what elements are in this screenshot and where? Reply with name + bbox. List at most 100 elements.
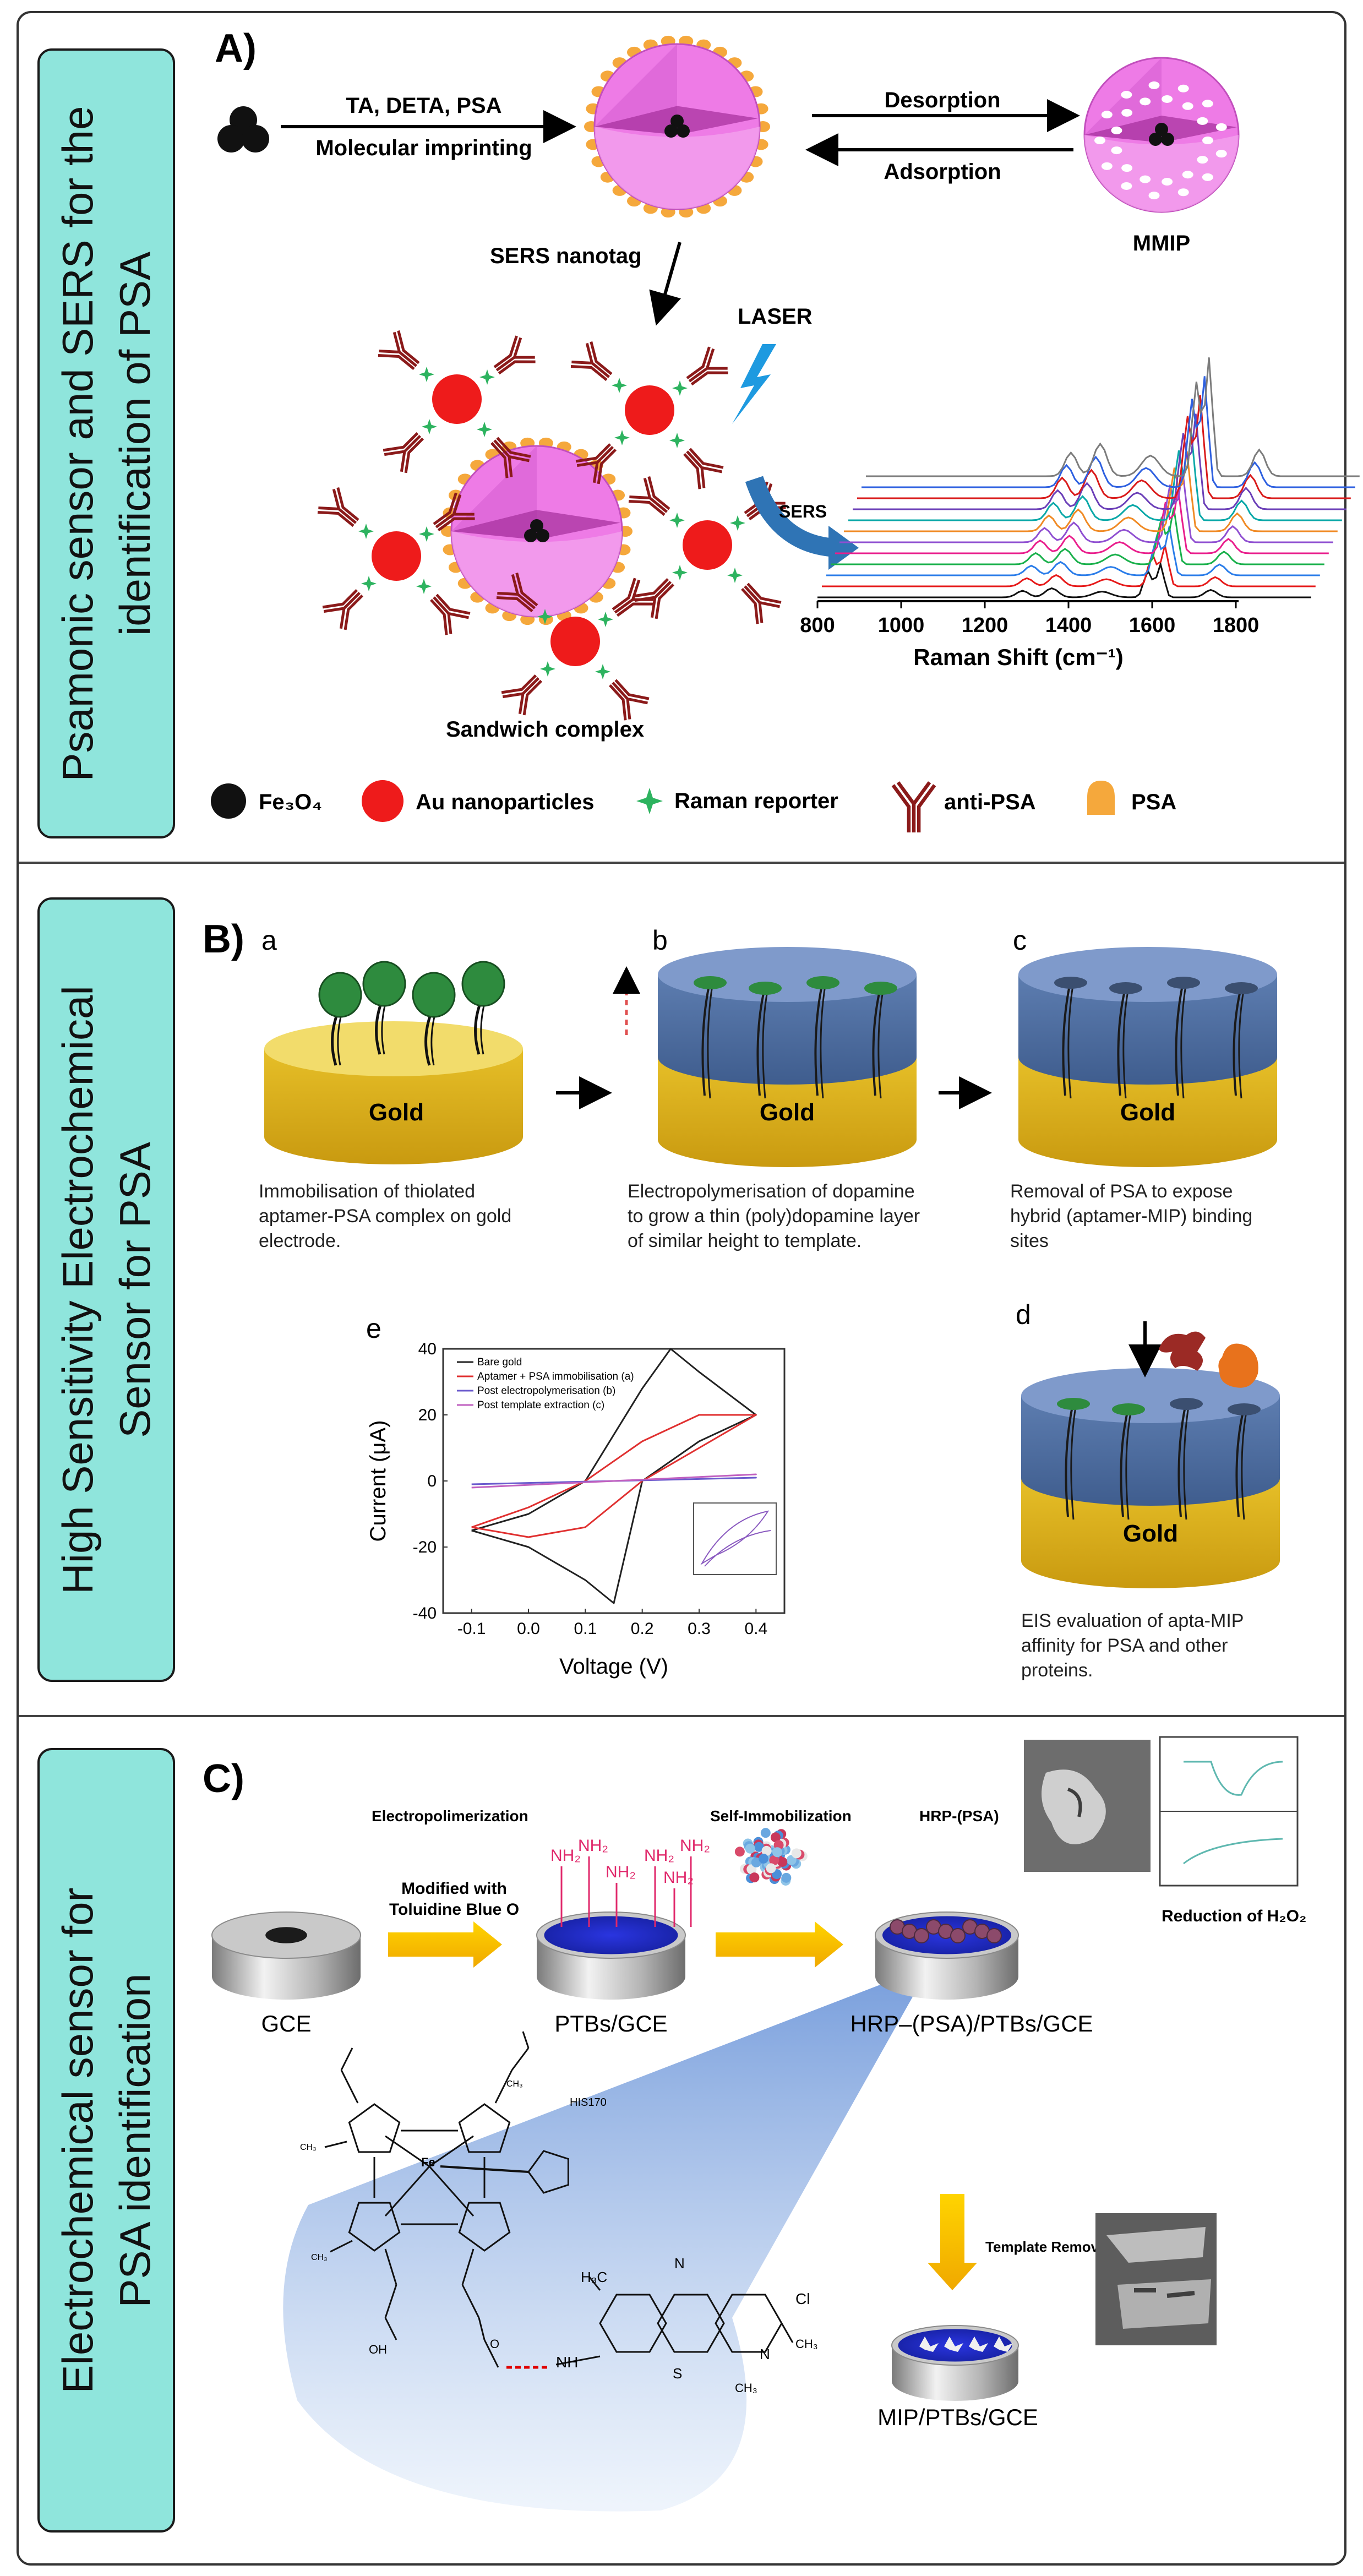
- cv-xtick-label: 0.2: [631, 1620, 654, 1638]
- toluidine-text: Toluidine Blue O: [389, 1900, 519, 1919]
- raman-reporter-icon: [477, 422, 492, 437]
- nh2-label: NH₂: [680, 1837, 710, 1855]
- step-b-letter: b: [652, 925, 668, 956]
- raman-reporter-icon: [598, 612, 613, 627]
- raman-reporter-icon: [727, 568, 743, 583]
- step-e-letter: e: [366, 1313, 381, 1344]
- binding-site: [1054, 977, 1087, 989]
- nh2-label: NH₂: [663, 1869, 694, 1887]
- cavity: [1101, 162, 1113, 170]
- psa-legend-icon: [1087, 781, 1115, 815]
- raman-reporter-icon: [595, 664, 610, 679]
- raman-reporter-icon: [416, 579, 432, 594]
- ptbs-label: PTBs/GCE: [554, 2011, 667, 2036]
- raman-reporter-icon: [669, 433, 685, 448]
- caption-a: Immobilisation of thiolated aptamer-PSA …: [259, 1181, 511, 1251]
- binding-site: [1225, 982, 1258, 994]
- antibody-icon: [686, 346, 728, 386]
- raman-reporter-icon: [537, 609, 553, 624]
- yellow-arrow-down: [928, 2194, 977, 2290]
- fe-text: Fe: [421, 2155, 435, 2169]
- cv-inset-curves: [700, 1510, 771, 1567]
- caption-a-line: aptamer-PSA complex on gold: [259, 1206, 511, 1227]
- zoom-beam: [283, 1965, 931, 2512]
- au-legend-icon: [362, 780, 404, 822]
- figure-frame: [17, 11, 1346, 2566]
- cv-ytick-label: -40: [413, 1604, 437, 1622]
- aptamer-psa-complex: [461, 961, 505, 1007]
- dimethyl-n-text: N: [760, 2346, 770, 2362]
- ch3-right-2: CH₃: [735, 2381, 757, 2395]
- sem-image-2: [1095, 2213, 1217, 2345]
- self-immob-text: Self-Immobilization: [710, 1807, 852, 1825]
- ch3-right-1: CH₃: [795, 2337, 818, 2351]
- gold-label-d: Gold: [1123, 1520, 1178, 1547]
- binding-site: [1057, 1398, 1090, 1410]
- raman-reporter-icon: [669, 513, 685, 528]
- antibody-icon: [741, 582, 782, 624]
- raman-axis-title: Raman Shift (cm⁻¹): [913, 644, 1124, 670]
- cv-ytick-label: 0: [427, 1472, 437, 1490]
- adsorption-text: Adsorption: [884, 160, 1001, 184]
- antibody-icon: [317, 487, 359, 527]
- raman-spectrum-line: [822, 545, 1316, 587]
- cavity: [1215, 150, 1227, 158]
- cavity: [1177, 84, 1189, 92]
- yellow-arrow-1: [388, 1921, 502, 1968]
- cavity: [1202, 100, 1213, 108]
- cavity: [1197, 156, 1208, 164]
- cv-legend-entry: Post template extraction (c): [477, 1399, 604, 1411]
- aptamer-psa-complex: [318, 972, 362, 1018]
- aptamer-psa-complex: [362, 961, 406, 1007]
- ch3-heme-2: CH₃: [300, 2143, 317, 2152]
- gce-electrode: [211, 1911, 361, 2000]
- cavity: [1177, 188, 1189, 197]
- binding-site: [1167, 977, 1200, 989]
- h3c-text: H₃C: [581, 2269, 607, 2285]
- caption-d-line: proteins.: [1021, 1660, 1093, 1681]
- raman-spectrum-line: [844, 451, 1338, 532]
- cavity: [1121, 91, 1132, 99]
- caption-c-line: hybrid (aptamer-MIP) binding: [1010, 1206, 1252, 1227]
- cavity: [1111, 126, 1122, 134]
- caption-b-line: to grow a thin (poly)dopamine layer: [628, 1206, 920, 1227]
- raman-tick-label: 1200: [962, 614, 1008, 637]
- gold-electrode-d: [1021, 1368, 1280, 1588]
- hrp-blob: [950, 1928, 966, 1943]
- reagents-text: TA, DETA, PSA: [346, 94, 502, 118]
- raman-spectrum-line: [817, 560, 1311, 598]
- binding-site: [1228, 1403, 1261, 1415]
- section-divider: [19, 1715, 1344, 1717]
- antibody-icon: [575, 443, 617, 484]
- sandwich-complex: [317, 330, 786, 721]
- panel-a-label: A): [215, 26, 257, 70]
- raman-spectrum-line: [826, 526, 1320, 576]
- raman-spectrum-line: [866, 357, 1360, 477]
- caption-a-line: Immobilisation of thiolated: [259, 1181, 475, 1202]
- cavity: [1140, 175, 1151, 183]
- cavity: [1202, 137, 1213, 144]
- caption-c: Removal of PSA to expose hybrid (aptamer…: [1010, 1181, 1252, 1251]
- sers-curve-arrow-icon: [745, 476, 838, 557]
- caption-b-line: Electropolymerisation of dopamine: [628, 1181, 915, 1202]
- gold-label-a: Gold: [369, 1099, 424, 1126]
- raman-reporter-icon: [479, 369, 495, 385]
- legend-fe3o4: Fe₃O₄: [259, 790, 322, 814]
- au-nanoparticle: [683, 520, 732, 570]
- legend-psa: PSA: [1131, 790, 1176, 814]
- antibody-icon: [430, 593, 471, 635]
- antibody-icon: [633, 578, 675, 619]
- phenaz-s-text: S: [673, 2365, 682, 2382]
- cavity: [1202, 173, 1213, 181]
- raman-reporter-icon: [361, 576, 377, 591]
- raman-reporter-icon: [614, 430, 630, 445]
- antibody-icon: [490, 437, 531, 478]
- antibody-legend-icon: [891, 781, 936, 832]
- caption-d: EIS evaluation of apta-MIP affinity for …: [1021, 1610, 1244, 1681]
- ch3-heme-3: CH₃: [506, 2079, 523, 2089]
- antibody-icon: [501, 674, 543, 716]
